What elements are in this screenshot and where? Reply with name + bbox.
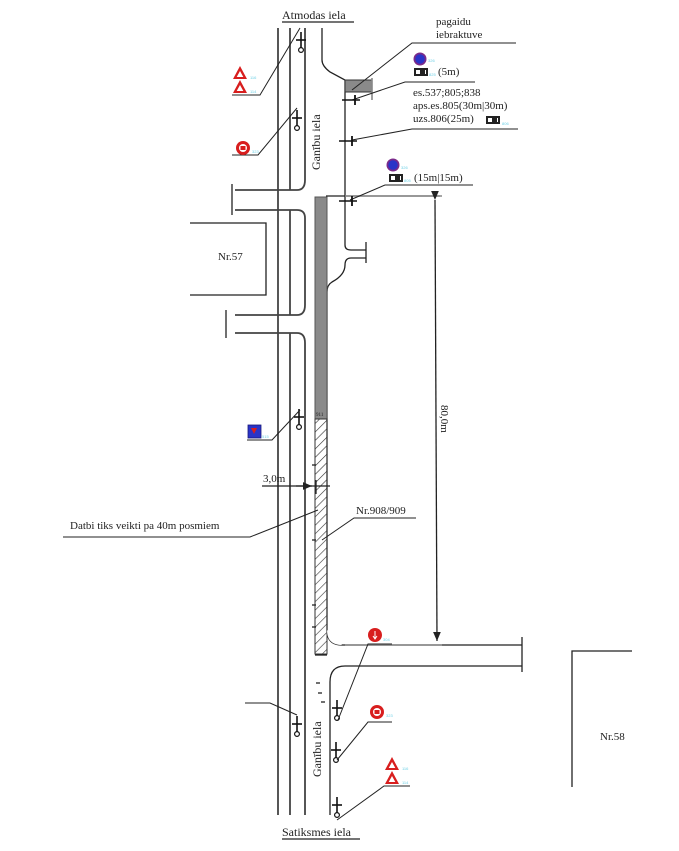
- street-atmodas: Atmodas iela: [282, 8, 346, 22]
- sign-prohibition-top: 323: [236, 141, 259, 155]
- sign-group-warning-bottom: 116 114: [385, 757, 409, 785]
- dimension-length-label: 80,0m: [438, 405, 450, 433]
- no-stopping-sign-icon: [386, 158, 400, 172]
- road-geometry: [225, 28, 523, 815]
- sign-code: 323: [386, 713, 393, 718]
- sign-code: 515: [262, 434, 269, 439]
- sign-5m-label: (5m): [438, 66, 460, 78]
- section-label: Nr.908/909: [356, 505, 406, 517]
- prohibition-sign-icon: [236, 141, 250, 155]
- sign-group-warning-top: 116 114: [233, 66, 257, 94]
- dimension-width-label: 3,0m: [263, 473, 286, 485]
- sign-code: 323: [252, 149, 259, 154]
- sign-code: 806: [502, 121, 509, 126]
- prohibition-sign-icon: [370, 705, 384, 719]
- street-ganibu-lower: Ganību iela: [310, 721, 324, 777]
- sign-prohibition-bottom: 323: [370, 705, 393, 719]
- sign-code: 326: [428, 58, 435, 63]
- street-satiksmes: Satiksmes iela: [282, 825, 352, 839]
- sign-code: 116: [250, 75, 257, 80]
- temp-entrance-label-2: iebraktuve: [436, 29, 483, 41]
- sign-no-stopping-1: 326 825: [413, 52, 436, 77]
- sign-post-icon: [291, 109, 303, 132]
- building-nr57: Nr.57: [190, 222, 267, 296]
- signs-line-3: uzs.806(25m): [413, 113, 474, 125]
- sign-15m-label: (15m|15m): [414, 172, 463, 184]
- sign-code: 805: [404, 178, 411, 183]
- sign-post-icon: [330, 741, 342, 764]
- warning-triangle-icon: [385, 771, 399, 784]
- sign-post-side-icon: [338, 195, 358, 207]
- warning-triangle-icon: [385, 757, 399, 770]
- dimension-3m: 3,0m: [262, 473, 330, 494]
- barrier-code-label: 911: [316, 413, 324, 418]
- sign-post-icon: [331, 796, 343, 819]
- sign-no-stopping-2: 326 805: [386, 158, 411, 183]
- hatched-work-area: [314, 418, 328, 655]
- signs-line-1: es.537;805;838: [413, 87, 481, 99]
- additional-plate-icon: [486, 116, 500, 124]
- building-nr58: Nr.58: [571, 650, 632, 787]
- sign-info-blue: 515: [247, 424, 269, 439]
- street-ganibu-upper: Ganību iela: [309, 114, 323, 170]
- work-note: Datbi tiks veikti pa 40m posmiem: [70, 520, 220, 532]
- temporary-entrance-block: [344, 79, 373, 93]
- sign-post-icon: [293, 408, 305, 431]
- additional-plate-icon: [414, 68, 428, 76]
- arrow-down-icon: [372, 631, 378, 640]
- sign-code: 326: [401, 165, 408, 170]
- sign-post-side-icon: [338, 135, 358, 147]
- additional-plate-icon: [389, 174, 403, 182]
- building-nr58-label: Nr.58: [600, 731, 625, 743]
- building-nr57-label: Nr.57: [218, 251, 243, 263]
- sign-code: 825: [429, 72, 436, 77]
- warning-triangle-icon: [233, 66, 247, 79]
- sign-code: 304: [383, 637, 390, 642]
- sign-code: 114: [250, 89, 257, 94]
- dimension-80m: 80,0m: [345, 190, 450, 646]
- sign-code: 114: [402, 780, 409, 785]
- no-stopping-sign-icon: [413, 52, 427, 66]
- warning-triangle-icon: [233, 80, 247, 93]
- temp-entrance-label-1: pagaidu: [436, 16, 471, 28]
- sign-post-icon: [291, 715, 303, 738]
- sign-code: 116: [402, 766, 409, 771]
- sign-stop-right: 304: [368, 628, 390, 642]
- sign-plate-806: 806: [486, 116, 509, 126]
- signs-line-2: aps.es.805(30m|30m): [413, 100, 508, 112]
- sign-post-icon: [331, 699, 343, 722]
- closed-lane-gray: [314, 196, 328, 420]
- work-zone: 911: [312, 196, 342, 703]
